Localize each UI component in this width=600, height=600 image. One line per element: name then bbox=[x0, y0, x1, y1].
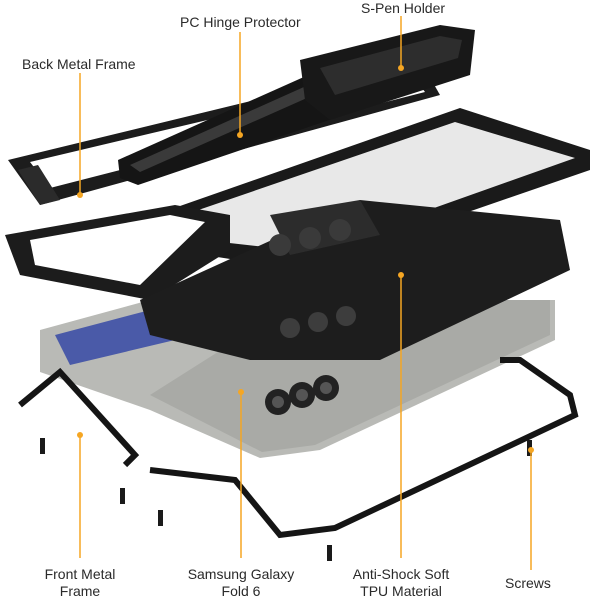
pc-hinge-protector bbox=[118, 72, 335, 185]
label-front-metal-frame-line1: Front Metal bbox=[44, 566, 116, 582]
label-anti-shock-tpu: Anti-Shock Soft TPU Material bbox=[346, 566, 456, 600]
label-front-metal-frame-line2: Frame bbox=[59, 583, 101, 599]
middle-metal-frame bbox=[5, 205, 230, 300]
label-samsung-galaxy-fold-line2: Fold 6 bbox=[221, 583, 261, 599]
tpu-back-case bbox=[140, 200, 570, 360]
s-pen-holder bbox=[300, 25, 475, 120]
label-pc-hinge-protector: PC Hinge Protector bbox=[180, 14, 301, 30]
label-anti-shock-tpu-line2: TPU Material bbox=[360, 583, 442, 599]
screws bbox=[40, 438, 532, 561]
callout-lines bbox=[79, 16, 532, 570]
label-front-metal-frame: Front Metal Frame bbox=[40, 566, 120, 600]
label-s-pen-holder: S-Pen Holder bbox=[361, 0, 446, 16]
label-samsung-galaxy-fold: Samsung Galaxy Fold 6 bbox=[186, 566, 296, 600]
label-screws: Screws bbox=[505, 575, 551, 591]
label-back-metal-frame: Back Metal Frame bbox=[22, 56, 136, 72]
label-samsung-galaxy-fold-line1: Samsung Galaxy bbox=[187, 566, 295, 582]
front-metal-frame bbox=[18, 357, 579, 539]
label-anti-shock-tpu-line1: Anti-Shock Soft bbox=[352, 566, 450, 582]
callout-dots bbox=[77, 65, 534, 453]
